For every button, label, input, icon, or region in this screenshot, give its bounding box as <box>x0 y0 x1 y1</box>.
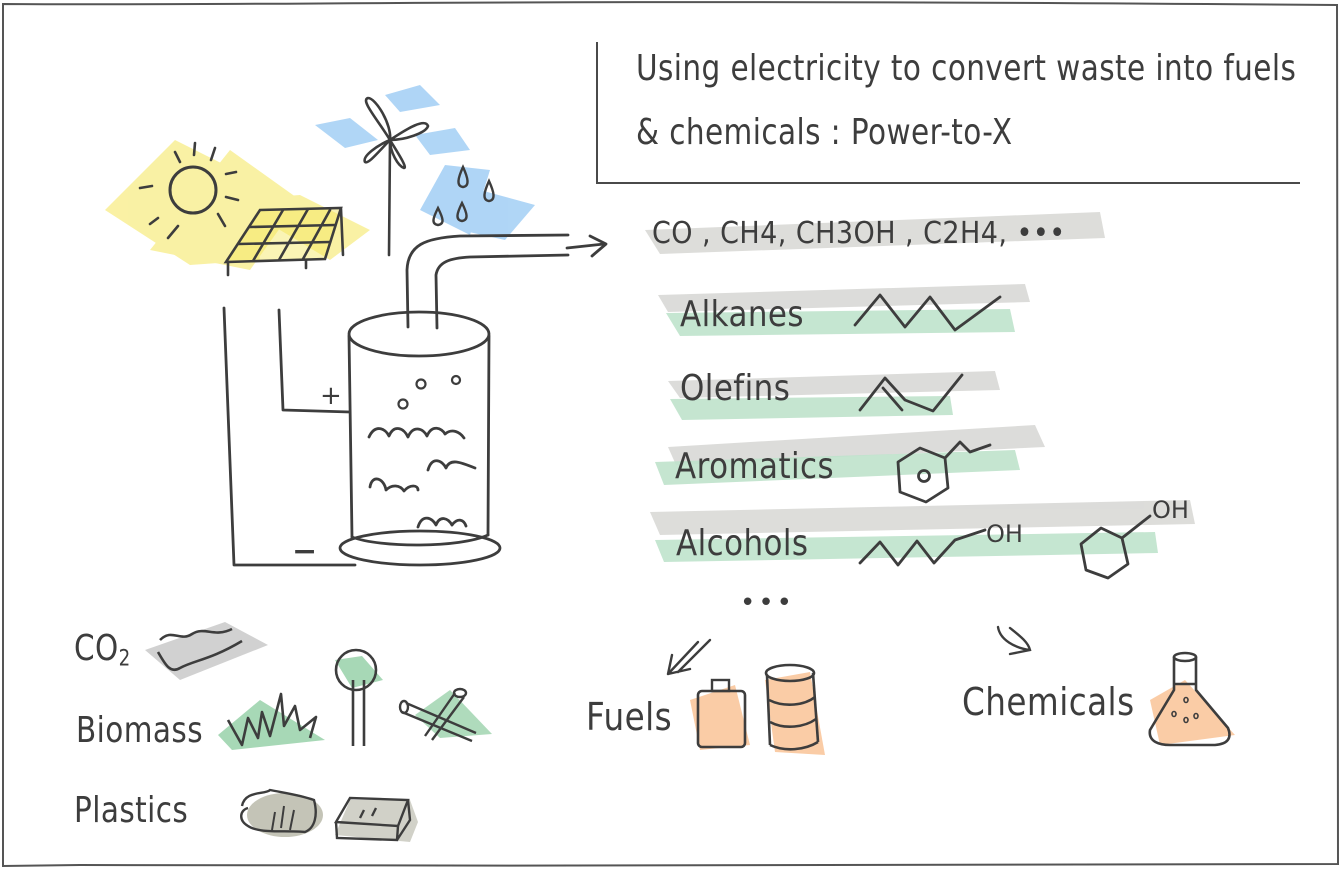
positive-terminal-label: + <box>320 381 342 411</box>
oh-label-1: OH <box>986 520 1023 548</box>
green-highlights <box>655 309 1158 562</box>
category-aromatics: Aromatics <box>675 446 835 487</box>
negative-wire <box>222 306 357 567</box>
tree-icon <box>334 648 383 746</box>
grass-icon <box>218 692 325 750</box>
sun-icon <box>105 140 370 270</box>
gas-products-formula: CO , CH4, CH3OH , C2H4, ••• <box>652 216 1066 251</box>
category-olefins: Olefins <box>680 368 791 409</box>
water-drops-icon <box>420 164 535 240</box>
plastic-block-icon <box>333 796 418 842</box>
plastic-bag-icon <box>240 788 323 837</box>
oil-barrel-icon <box>764 663 825 755</box>
category-alcohols: Alcohols <box>676 523 809 564</box>
output-chemicals-label: Chemicals <box>962 680 1135 724</box>
structures <box>853 293 1152 580</box>
flask-icon <box>1148 651 1235 747</box>
olefin-structure-icon <box>858 373 964 413</box>
electrolyzer-reactor <box>222 233 608 567</box>
fuel-canister-icon <box>690 678 750 750</box>
more-categories-ellipsis: ••• <box>740 588 796 618</box>
fuels-arrow-icon <box>666 638 712 676</box>
title-line-1: Using electricity to convert waste into … <box>636 48 1297 89</box>
oh-label-2: OH <box>1152 496 1189 524</box>
negative-terminal-label: − <box>292 534 317 569</box>
bamboo-icon <box>398 687 492 743</box>
alcohol-structure-icon <box>858 514 1152 580</box>
solar-panel-icon <box>223 206 345 277</box>
positive-wire <box>277 308 352 414</box>
smoke-icon <box>145 622 268 680</box>
input-co2-label: CO2 <box>74 628 131 672</box>
category-alkanes: Alkanes <box>680 294 804 335</box>
input-plastics-label: Plastics <box>74 790 189 831</box>
title-box <box>596 42 1300 184</box>
chemicals-arrow-icon <box>996 625 1032 656</box>
alkane-structure-icon <box>853 293 1002 332</box>
gray-highlights <box>645 212 1195 535</box>
aromatic-structure-icon <box>896 440 992 504</box>
title-line-2: & chemicals : Power-to-X <box>636 112 1013 153</box>
input-biomass-label: Biomass <box>76 710 203 751</box>
output-fuels-label: Fuels <box>586 695 673 739</box>
wind-turbine-icon <box>315 85 470 257</box>
